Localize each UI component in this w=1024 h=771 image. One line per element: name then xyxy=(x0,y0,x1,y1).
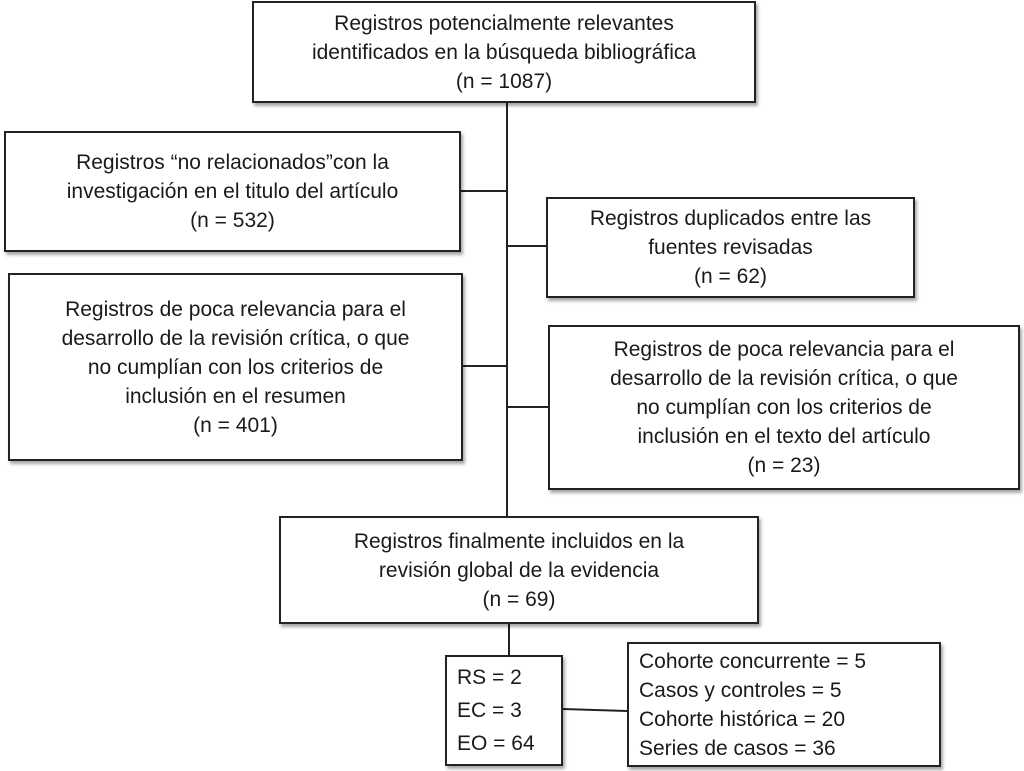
abstract-line-1: Registros de poca relevancia para el xyxy=(65,297,406,321)
duplicates-box: Registros duplicados entre las fuentes r… xyxy=(546,197,915,298)
low-relevance-abstract-box: Registros de poca relevancia para el des… xyxy=(8,273,463,461)
duplicates-line-1: Registros duplicados entre las xyxy=(589,207,872,230)
abstract-line-5: (n = 401) xyxy=(193,413,278,437)
unrelated-line-2: investigación en el titulo del artículo xyxy=(66,180,399,203)
abstract-line-2: desarrollo de la revisión crítica, o que xyxy=(61,326,410,350)
fulltext-line-2: desarrollo de la revisión crítica, o que xyxy=(610,367,958,390)
duplicates-line-3: (n = 62) xyxy=(694,265,767,288)
study-type-eo: EO = 64 xyxy=(457,732,535,755)
identified-line-3: (n = 1087) xyxy=(455,69,553,93)
fulltext-line-4: inclusión en el texto del artículo xyxy=(637,425,931,448)
included-line-1: Registros finalmente incluidos en la xyxy=(353,529,685,553)
breakdown-case-series: Series de casos = 36 xyxy=(639,736,836,760)
study-type-rs: RS = 2 xyxy=(457,666,522,689)
duplicates-line-2: fuentes revisadas xyxy=(648,236,813,259)
study-types-box: RS = 2 EC = 3 EO = 64 xyxy=(445,655,563,766)
unrelated-title-box: Registros “no relacionados”con la invest… xyxy=(4,131,461,252)
fulltext-line-5: (n = 23) xyxy=(747,454,821,477)
abstract-line-3: no cumplían con los criterios de xyxy=(87,355,384,379)
identified-records-box: Registros potencialmente relevantes iden… xyxy=(252,1,756,103)
included-line-3: (n = 69) xyxy=(482,587,556,611)
study-type-ec: EC = 3 xyxy=(457,699,522,722)
identified-line-2: identificados en la búsqueda bibliográfi… xyxy=(311,40,697,64)
fulltext-line-3: no cumplían con los criterios de xyxy=(636,396,932,419)
identified-line-1: Registros potencialmente relevantes xyxy=(334,11,674,35)
abstract-line-4: inclusión en el resumen xyxy=(125,384,346,408)
unrelated-line-1: Registros “no relacionados”con la xyxy=(76,151,389,174)
connector-study-types-to-breakdown xyxy=(562,708,628,712)
included-records-box: Registros finalmente incluidos en la rev… xyxy=(279,516,759,624)
low-relevance-fulltext-box: Registros de poca relevancia para el des… xyxy=(548,325,1020,490)
included-line-2: revisión global de la evidencia xyxy=(378,558,660,582)
breakdown-concurrent-cohort: Cohorte concurrente = 5 xyxy=(639,649,867,673)
breakdown-case-control: Casos y controles = 5 xyxy=(639,678,842,702)
observational-breakdown-box: Cohorte concurrente = 5 Casos y controle… xyxy=(627,642,941,767)
unrelated-line-3: (n = 532) xyxy=(190,209,275,232)
fulltext-line-1: Registros de poca relevancia para el xyxy=(613,338,955,361)
breakdown-historical-cohort: Cohorte histórica = 20 xyxy=(639,707,846,731)
